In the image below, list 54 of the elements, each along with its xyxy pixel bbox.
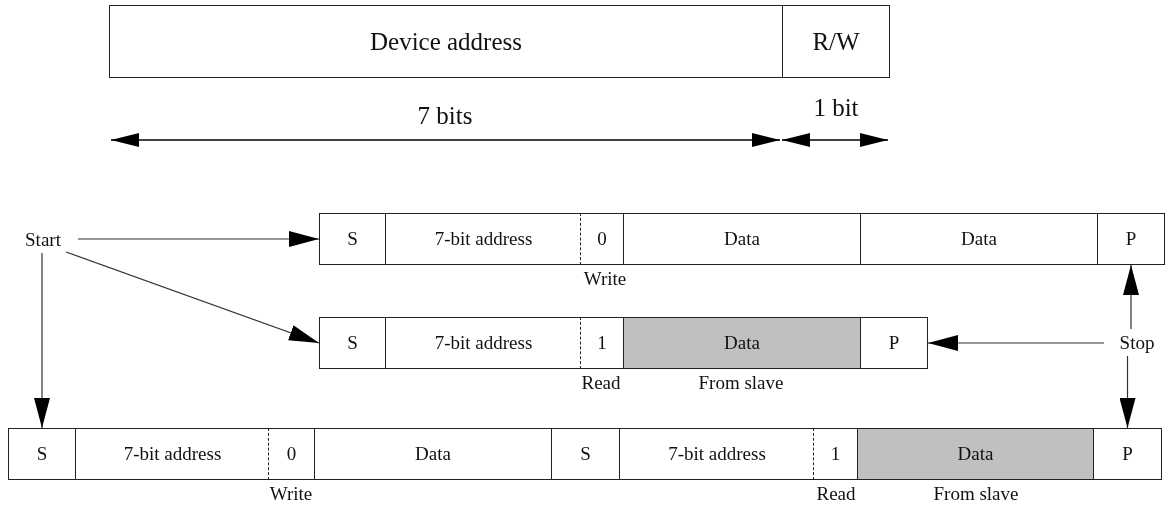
- bit-field: [8, 428, 76, 480]
- field-label: 0: [597, 228, 607, 250]
- bit-field: [314, 428, 552, 480]
- field-label: Data: [415, 443, 451, 465]
- arrow: [65, 251, 320, 344]
- field-label: 7-bit address: [668, 443, 766, 465]
- field-label: 0: [286, 443, 297, 465]
- bit-field: [319, 317, 386, 369]
- field-caption: From slave: [698, 372, 784, 394]
- field-caption: From slave: [933, 483, 1019, 505]
- arrow: [1119, 355, 1136, 429]
- field-label: Device address: [370, 27, 522, 56]
- field-label: Data: [724, 228, 760, 250]
- stop-label: Stop: [1107, 332, 1167, 354]
- arrow: [1123, 264, 1139, 330]
- field-label: Data: [957, 443, 994, 465]
- arrow: [927, 335, 1105, 351]
- bit-field: [109, 5, 783, 78]
- bit-field: [860, 317, 928, 369]
- field-label: S: [347, 228, 358, 250]
- field-label: S: [580, 443, 591, 465]
- bit-field: [385, 317, 581, 369]
- field-caption: Read: [816, 483, 856, 505]
- arrow: [77, 231, 320, 247]
- bit-field: [782, 5, 890, 78]
- field-label: P: [1125, 228, 1137, 250]
- field-caption: Read: [581, 372, 621, 394]
- field-label: 7-bit address: [434, 332, 533, 354]
- bit-field: [551, 428, 620, 480]
- start-label: Start: [10, 229, 76, 251]
- bit-field: [860, 213, 1098, 265]
- field-label: Data: [724, 332, 760, 354]
- field-label: 7-bit address: [434, 228, 533, 250]
- field-label: Data: [961, 228, 997, 250]
- dimension-label: 7 bits: [417, 102, 473, 130]
- dimension-label: 1 bit: [813, 94, 859, 122]
- bit-field: [619, 428, 814, 480]
- bit-field: [1093, 428, 1162, 480]
- field-label: 1: [830, 443, 841, 465]
- bit-field: [385, 213, 581, 265]
- bit-field: [75, 428, 269, 480]
- field-label: 1: [597, 332, 607, 354]
- bit-field: [623, 213, 861, 265]
- field-label: S: [347, 332, 358, 354]
- field-label: 7-bit address: [123, 443, 222, 465]
- field-label: P: [888, 332, 900, 354]
- field-caption: Write: [269, 483, 313, 505]
- field-caption: Write: [583, 268, 627, 290]
- field-label: P: [1122, 443, 1133, 465]
- field-label: S: [36, 443, 48, 465]
- bit-field: [1097, 213, 1165, 265]
- field-label: R/W: [812, 27, 860, 56]
- bit-field: [319, 213, 386, 265]
- arrow: [34, 252, 50, 429]
